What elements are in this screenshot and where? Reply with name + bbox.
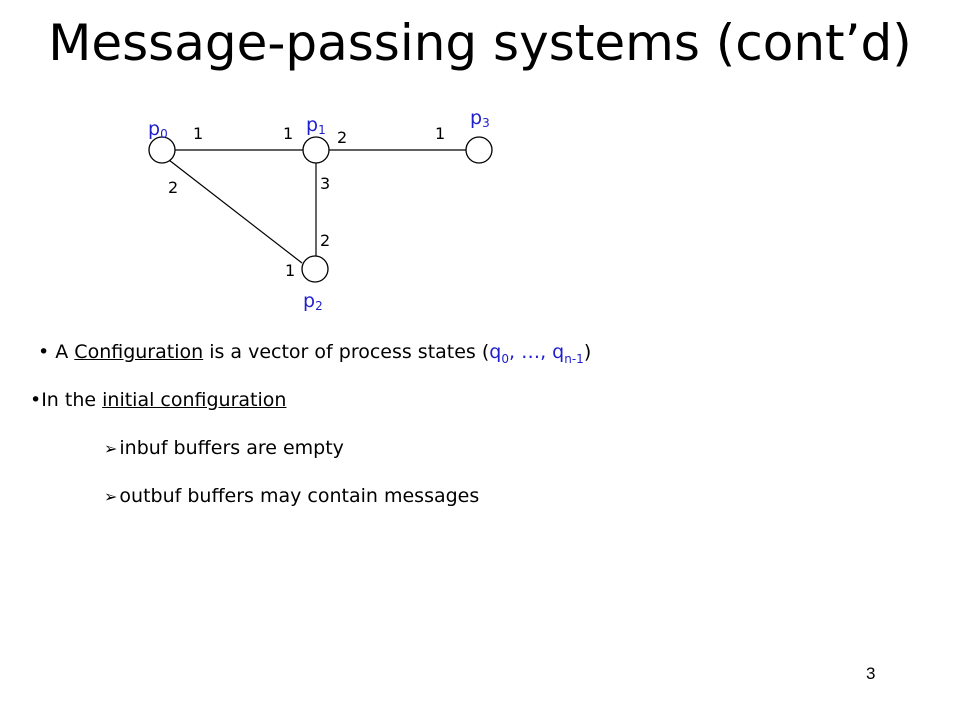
port-p0-p1-near-p0: 1 [193,124,203,143]
state-q0: q0 [489,341,509,366]
subbullet-text: outbuf buffers may contain messages [119,485,480,507]
arrow-bullet-icon: ➢ [104,439,118,458]
arrow-bullet-icon: ➢ [104,487,118,506]
subbullet-text: inbuf buffers are empty [119,437,344,459]
network-diagram: p0 p1 p3 p2 1 1 2 1 2 1 3 2 [148,107,493,313]
port-p1-p3-near-p3: 1 [435,124,445,143]
subbullet-inbuf: ➢inbuf buffers are empty [104,437,344,459]
slide-title: Message-passing systems (cont’d) [48,14,912,72]
edge-p0-p2 [168,159,303,264]
close-paren: ) [583,341,592,363]
port-p1-p2-near-p2: 2 [320,231,330,250]
node-p0-circle [148,136,176,164]
state-qn: qn-1 [552,341,584,366]
subbullet-outbuf: ➢outbuf buffers may contain messages [104,485,479,507]
port-p0-p1-near-p1: 1 [283,124,293,143]
port-p0-p2-near-p2: 1 [285,261,295,280]
port-p1-p3-near-p1: 2 [337,128,347,147]
node-p1-circle [302,136,330,164]
term-initial-configuration: initial configuration [102,389,287,411]
node-p2-label: p2 [303,290,323,313]
node-p2-circle [301,255,329,283]
term-configuration: Configuration [74,341,204,363]
state-separator: , …, [509,341,553,363]
page-number: 3 [866,664,876,683]
bullet-prefix: •In the [30,389,103,411]
bullet-text: is a vector of process states ( [203,341,490,363]
port-p1-p2-near-p1: 3 [320,174,330,193]
node-p0-label: p0 [148,118,168,141]
node-p3-label: p3 [470,107,490,130]
port-p0-p2-near-p0: 2 [168,178,178,197]
node-p1-label: p1 [306,114,326,137]
bullet-configuration: • A Configuration is a vector of process… [38,341,591,366]
bullet-initial-configuration: •In the initial configuration [30,389,286,411]
bullet-prefix: • A [38,341,75,363]
node-p3-circle [465,136,493,164]
